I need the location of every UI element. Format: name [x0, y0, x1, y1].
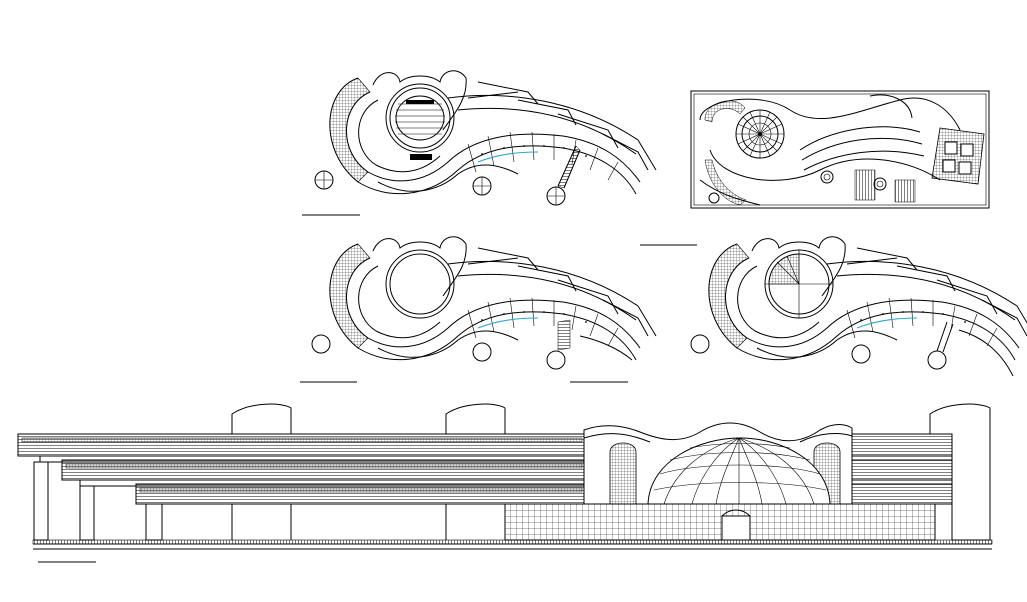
dome-plan-radial [735, 109, 785, 159]
floor-plan-3 [690, 236, 1027, 377]
central-dome-block [583, 422, 853, 505]
quadrant-dome-plan [765, 250, 833, 318]
left-wing-bands [17, 433, 585, 541]
floor-plan-1 [314, 70, 657, 206]
central-stair [395, 95, 445, 160]
glazed-base-grid [504, 503, 936, 541]
right-wing-bands [851, 433, 953, 505]
rooftop-cylinders [231, 403, 991, 541]
site-plan [690, 90, 990, 209]
site-block-grid [931, 127, 985, 185]
floor-plan-2 [311, 236, 657, 370]
front-elevation [17, 403, 993, 550]
